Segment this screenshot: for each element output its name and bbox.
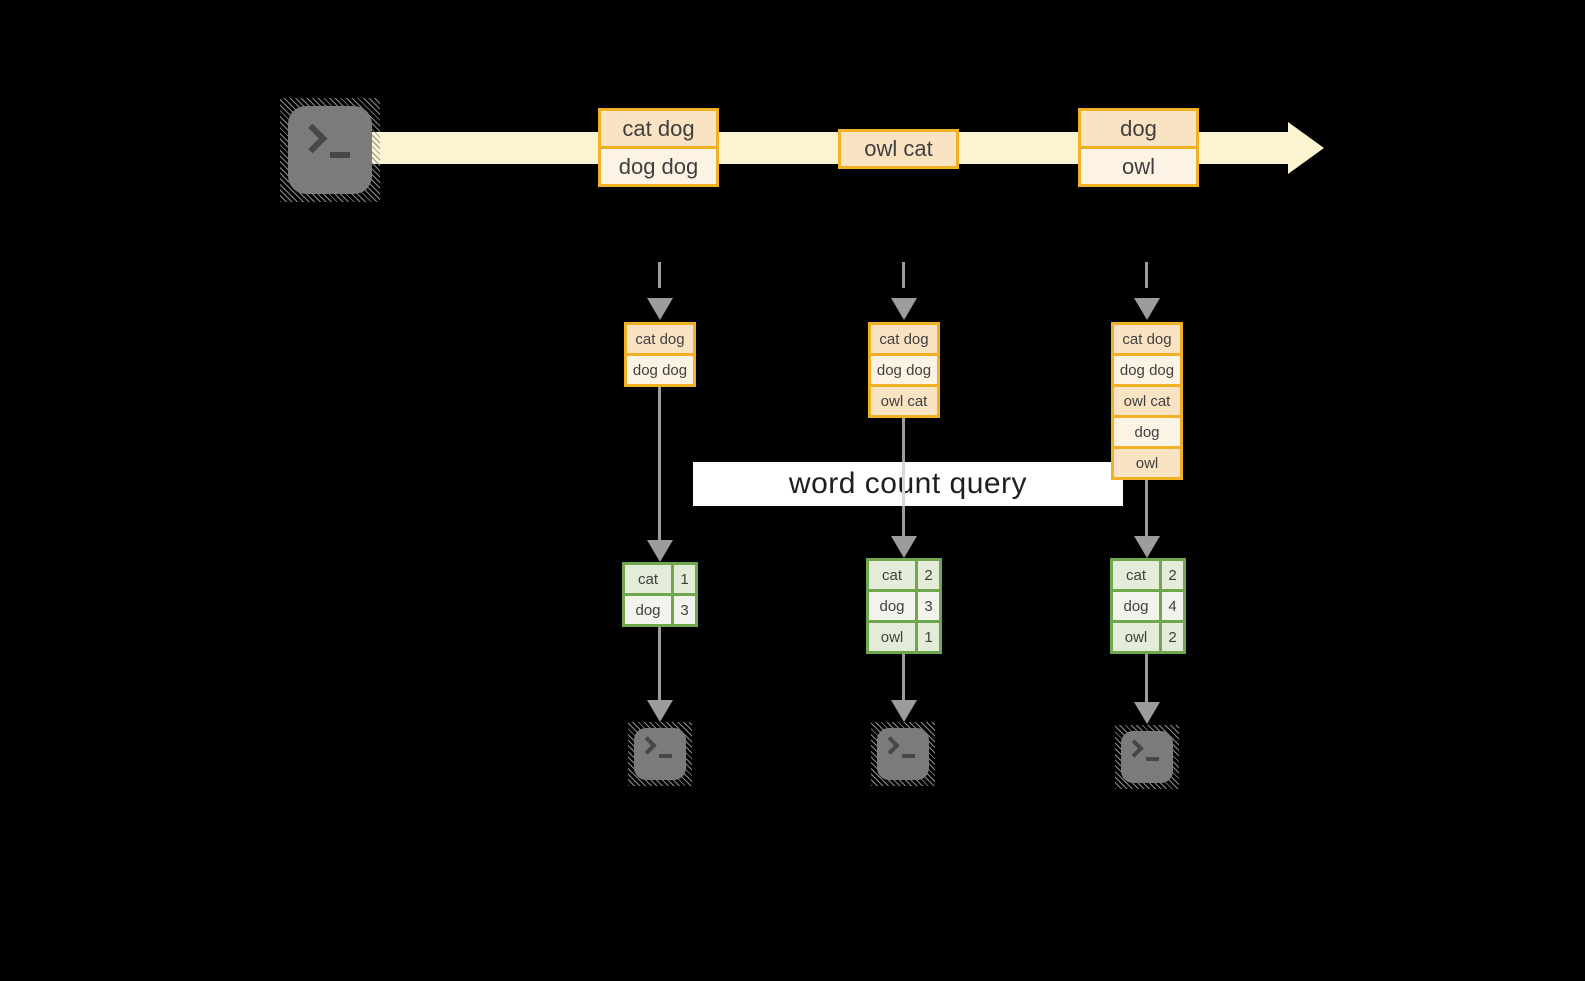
table-row: dog 4 <box>1113 592 1183 620</box>
prompt-underscore-icon <box>902 754 915 758</box>
word-cell: owl <box>1113 623 1159 651</box>
word-cell: dog <box>625 596 671 624</box>
input-cell: cat dog <box>627 325 693 353</box>
stream-batch-cell: owl <box>1081 146 1196 184</box>
query-label-banner: word count query <box>693 462 1123 506</box>
flow-arrowhead-icon <box>1134 702 1160 724</box>
prompt-underscore-icon <box>1146 757 1159 761</box>
input-cell: dog dog <box>871 353 937 384</box>
stream-arrowhead-icon <box>1288 122 1324 174</box>
input-cell: owl cat <box>1114 384 1180 415</box>
input-cell: dog dog <box>1114 353 1180 384</box>
flow-arrowhead-icon <box>891 700 917 722</box>
batch-to-input-arrowhead-icon <box>1134 298 1160 320</box>
table-row: owl 2 <box>1113 623 1183 651</box>
batch-to-input-arrow-dash <box>1145 262 1148 288</box>
batch-to-input-arrowhead-icon <box>647 298 673 320</box>
flow-line <box>1145 654 1148 702</box>
sink-terminal-icon <box>871 722 935 786</box>
count-cell: 1 <box>674 565 695 593</box>
word-cell: cat <box>869 561 915 589</box>
batch-to-input-arrowhead-icon <box>891 298 917 320</box>
word-count-table: cat 1 dog 3 <box>622 562 698 627</box>
sink-terminal-icon <box>628 722 692 786</box>
prompt-underscore-icon <box>330 152 350 158</box>
source-terminal-icon <box>280 98 380 202</box>
stream-batch-cell: dog <box>1081 111 1196 146</box>
word-cell: cat <box>1113 561 1159 589</box>
accumulated-input-box: cat dog dog dog owl cat <box>868 322 940 418</box>
input-cell: cat dog <box>1114 325 1180 353</box>
input-cell: owl <box>1114 446 1180 477</box>
prompt-underscore-icon <box>659 754 672 758</box>
flow-line <box>902 654 905 700</box>
count-cell: 4 <box>1162 592 1183 620</box>
batch-to-input-arrow-dash <box>902 262 905 288</box>
word-cell: dog <box>869 592 915 620</box>
word-cell: dog <box>1113 592 1159 620</box>
table-row: owl 1 <box>869 623 939 651</box>
table-row: dog 3 <box>869 592 939 620</box>
count-cell: 2 <box>1162 623 1183 651</box>
stream-batch: cat dog dog dog <box>598 108 719 187</box>
input-cell: dog <box>1114 415 1180 446</box>
flow-arrowhead-icon <box>647 700 673 722</box>
count-cell: 3 <box>918 592 939 620</box>
stream-batch: owl cat <box>838 129 959 169</box>
word-cell: cat <box>625 565 671 593</box>
accumulated-input-box: cat dog dog dog owl cat dog owl <box>1111 322 1183 480</box>
stream-batch-cell: dog dog <box>601 146 716 184</box>
stream-batch-cell: cat dog <box>601 111 716 146</box>
batch-to-input-arrow-dash <box>658 262 661 288</box>
word-cell: owl <box>869 623 915 651</box>
table-row: cat 2 <box>869 561 939 589</box>
stream-batch: dog owl <box>1078 108 1199 187</box>
count-cell: 1 <box>918 623 939 651</box>
flow-line <box>658 387 661 540</box>
flow-line <box>1145 480 1148 536</box>
input-cell: dog dog <box>627 353 693 384</box>
word-count-table: cat 2 dog 3 owl 1 <box>866 558 942 654</box>
accumulated-input-box: cat dog dog dog <box>624 322 696 387</box>
table-row: cat 2 <box>1113 561 1183 589</box>
input-cell: cat dog <box>871 325 937 353</box>
word-count-table: cat 2 dog 4 owl 2 <box>1110 558 1186 654</box>
query-label: word count query <box>788 467 1028 500</box>
flow-arrowhead-icon <box>1134 536 1160 558</box>
flow-arrowhead-icon <box>647 540 673 562</box>
count-cell: 2 <box>1162 561 1183 589</box>
input-cell: owl cat <box>871 384 937 415</box>
table-row: dog 3 <box>625 596 695 624</box>
table-row: cat 1 <box>625 565 695 593</box>
terminal-body <box>288 106 372 194</box>
flow-line <box>658 627 661 700</box>
flow-line-through-banner <box>902 462 905 506</box>
sink-terminal-icon <box>1115 725 1179 789</box>
flow-arrowhead-icon <box>891 536 917 558</box>
count-cell: 3 <box>674 596 695 624</box>
count-cell: 2 <box>918 561 939 589</box>
stream-batch-cell: owl cat <box>841 132 956 166</box>
